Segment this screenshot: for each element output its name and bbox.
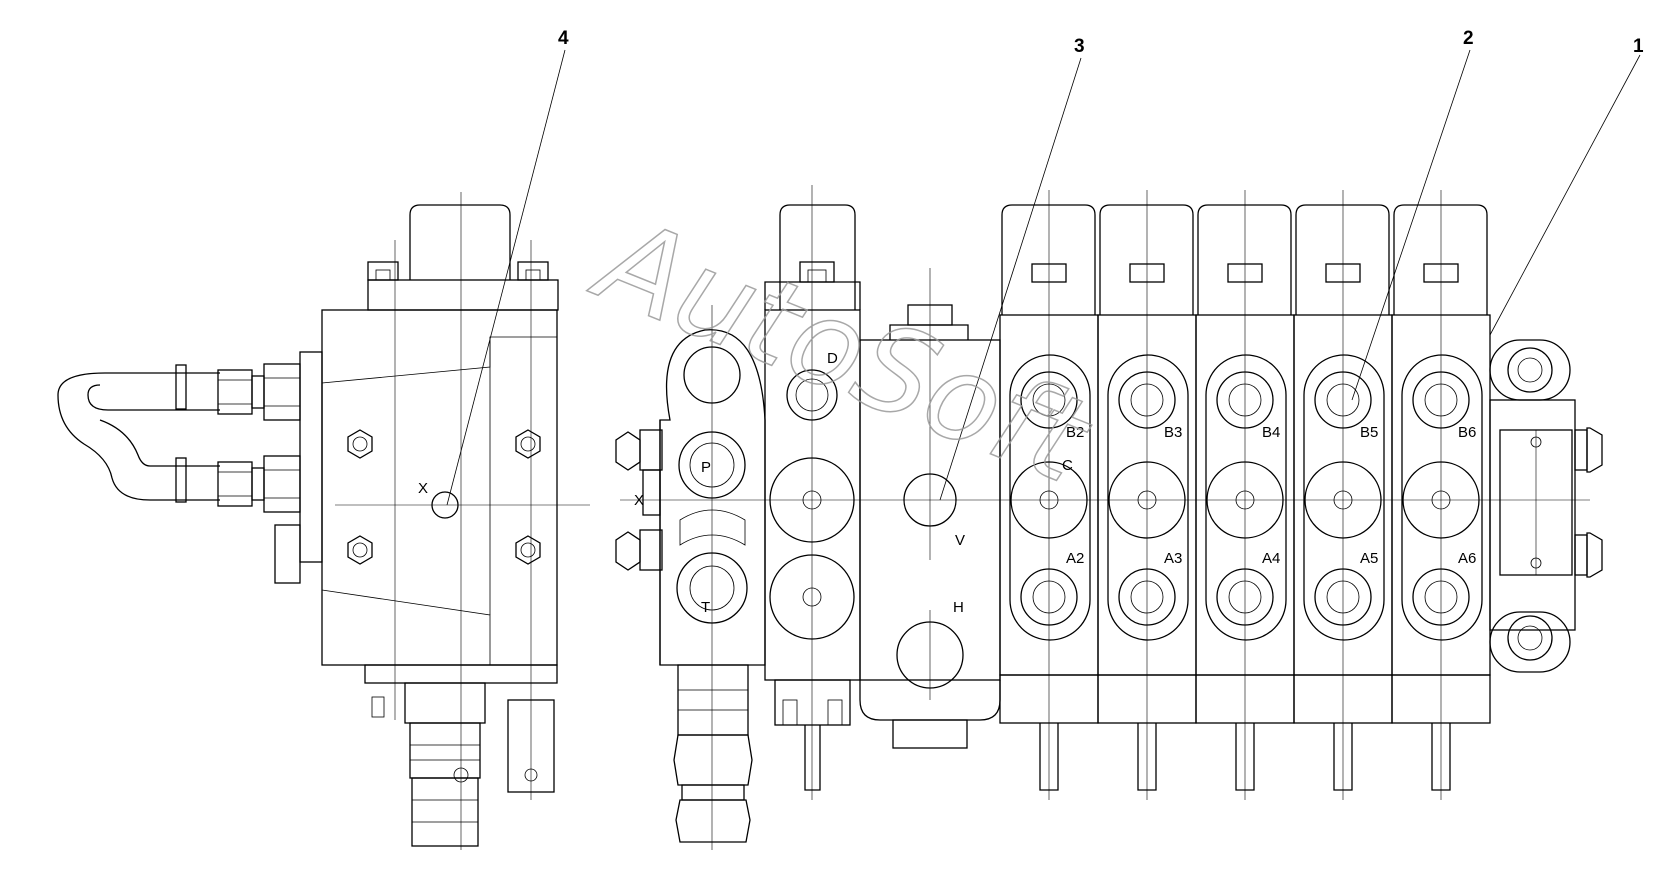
- port-label-h: H: [953, 599, 964, 616]
- port-label-p: P: [701, 459, 711, 476]
- leader-line-1: [1489, 54, 1641, 336]
- port-label-b6: B6: [1458, 424, 1476, 441]
- pilot-valve-block: [57, 192, 590, 850]
- port-label-b2: B2: [1066, 424, 1084, 441]
- leader-line-4: [446, 49, 566, 506]
- port-label-a2: A2: [1066, 550, 1084, 567]
- port-labels: X X P T D V H C B2 B3 B4 B5 B6 A2 A3 A4 …: [418, 350, 1476, 616]
- leader-line-3: [939, 57, 1082, 501]
- port-label-v: V: [955, 532, 965, 549]
- port-label-b3: B3: [1164, 424, 1182, 441]
- spool-section-4: [1195, 190, 1295, 800]
- callouts: 4 3 2 1: [446, 28, 1644, 506]
- port-label-b5: B5: [1360, 424, 1378, 441]
- callout-3: 3: [1074, 36, 1085, 57]
- watermark-logo: AutoSoft: [575, 188, 1108, 511]
- sectional-valve-assembly: [615, 185, 1603, 850]
- leader-line-2: [1351, 49, 1471, 401]
- spool-section-5: [1293, 190, 1393, 800]
- port-label-t: T: [701, 599, 710, 616]
- spool-section-6: [1391, 190, 1491, 800]
- spool-section-3: [1097, 190, 1197, 800]
- port-label-a3: A3: [1164, 550, 1182, 567]
- port-label-x-left: X: [418, 480, 428, 497]
- port-label-d: D: [827, 350, 838, 367]
- callout-2: 2: [1463, 28, 1474, 49]
- port-label-a5: A5: [1360, 550, 1378, 567]
- port-label-c: C: [1062, 457, 1073, 474]
- port-label-a4: A4: [1262, 550, 1280, 567]
- callout-4: 4: [558, 28, 569, 49]
- port-label-b4: B4: [1262, 424, 1280, 441]
- port-label-a6: A6: [1458, 550, 1476, 567]
- port-label-x-mid: X: [634, 492, 644, 509]
- callout-1: 1: [1633, 36, 1644, 57]
